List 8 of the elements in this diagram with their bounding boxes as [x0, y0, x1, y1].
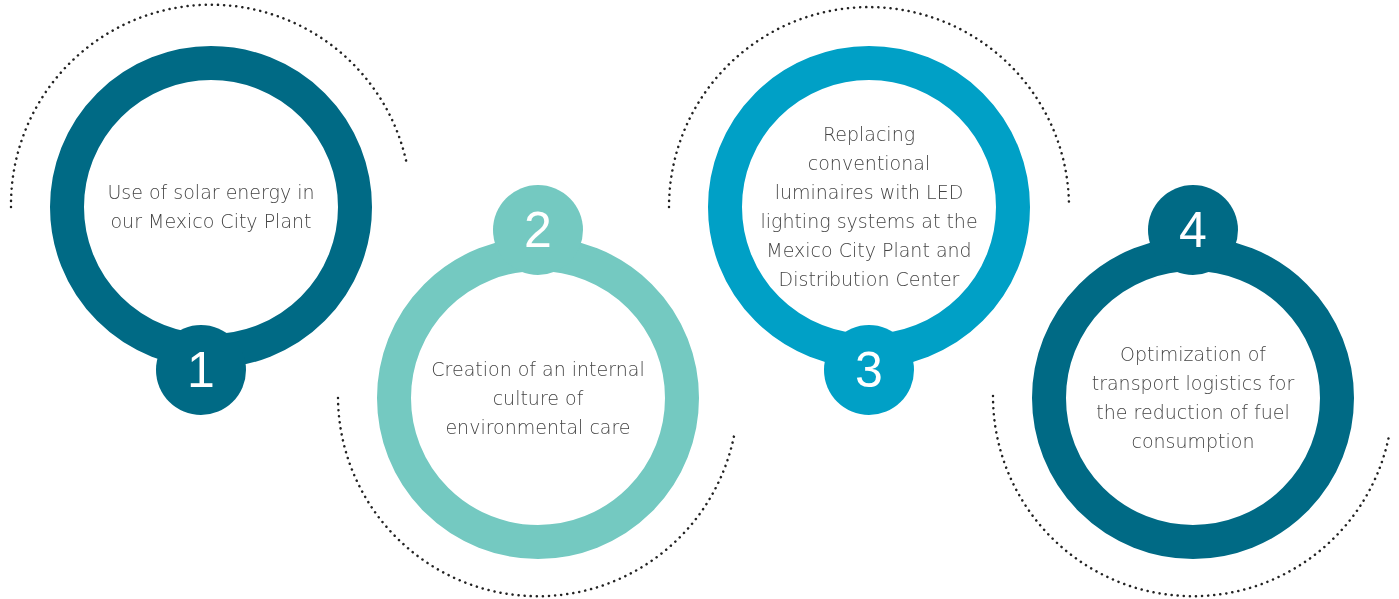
ring-text: Creation of an internal culture of environmental care: [430, 356, 646, 440]
ring-text: Replacing conventional luminaires with LED lighting systems at the Mexico City Plant and Distribution Center: [759, 122, 979, 292]
ring-text: Use of solar energy in our Mexico City Plant: [106, 180, 316, 234]
number-badge: 1: [156, 325, 246, 415]
number-badge: 2: [493, 185, 583, 275]
number-badge: 4: [1148, 185, 1238, 275]
ring-text: Optimization of transport logistics for the reduction of fuel consumption: [1090, 342, 1296, 454]
number-badge: 3: [824, 325, 914, 415]
